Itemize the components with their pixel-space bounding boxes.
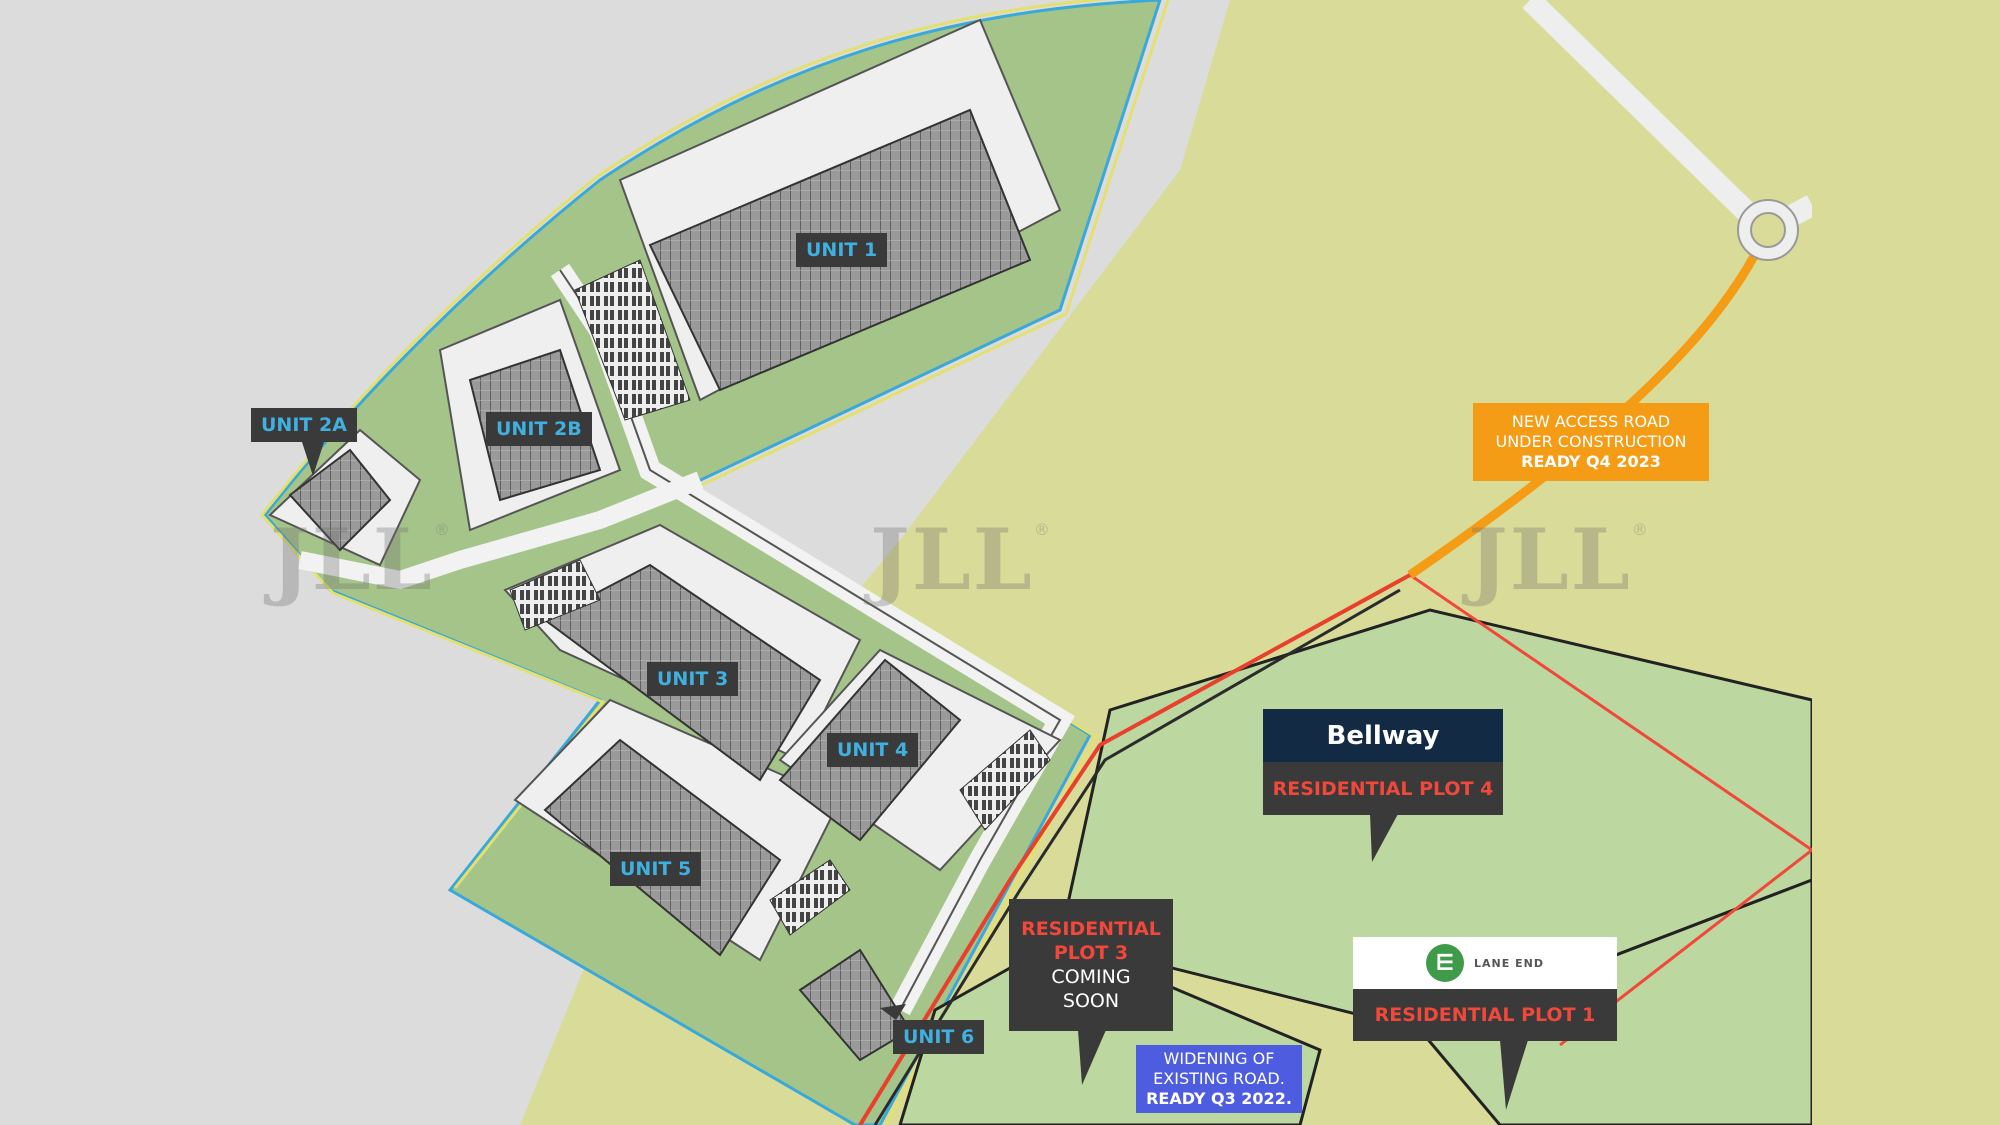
unit-2a-label-pointer (302, 442, 324, 476)
jll-watermark-left: JLL ® (270, 510, 450, 609)
roundabout-island (1750, 212, 1786, 248)
unit-3-label[interactable]: UNIT 3 (647, 662, 739, 696)
road-widening-note: WIDENING OF EXISTING ROAD. READY Q3 2022… (1136, 1045, 1302, 1113)
unit-5-label[interactable]: UNIT 5 (610, 852, 702, 886)
residential-plot-4-label: RESIDENTIAL PLOT 4 (1263, 762, 1503, 815)
bellway-logo: Bellway (1263, 709, 1503, 762)
plot-1-label-pointer (1500, 1040, 1528, 1110)
lane-end-logo: ⋿ LANE END (1353, 937, 1617, 989)
unit-1-label[interactable]: UNIT 1 (796, 233, 888, 267)
unit-1-car-park (574, 259, 691, 421)
unit-4-car-park (959, 729, 1051, 831)
jll-watermark-right: JLL ® (1468, 510, 1648, 609)
unit-3-car-park (509, 559, 601, 631)
unit-2b-label[interactable]: UNIT 2B (486, 412, 592, 446)
residential-plot-3-label[interactable]: RESIDENTIAL PLOT 3 COMING SOON (1009, 899, 1173, 1031)
jll-watermark-center: JLL ® (870, 510, 1050, 609)
unit-6-label[interactable]: UNIT 6 (893, 1020, 985, 1054)
residential-plot-1-label: RESIDENTIAL PLOT 1 (1353, 989, 1617, 1041)
unit-5-building (543, 738, 782, 957)
northern-road (1522, 0, 1773, 238)
unit-5-car-park (769, 859, 851, 936)
residential-boundary (1409, 573, 1813, 852)
existing-road-red (858, 573, 1411, 1125)
west-site-road (298, 471, 704, 590)
residential-plot-4-card[interactable]: Bellway RESIDENTIAL PLOT 4 (1263, 709, 1503, 815)
new-access-road (1407, 233, 1770, 579)
unit-2a-label[interactable]: UNIT 2A (251, 408, 357, 442)
plot-4-label-pointer (1370, 814, 1398, 862)
existing-road-dark (873, 588, 1401, 1125)
unit-4-label[interactable]: UNIT 4 (827, 733, 919, 767)
unit-6-label-pointer (880, 1004, 906, 1020)
plot-3-label-pointer (1078, 1030, 1106, 1085)
map-right-margin (1812, 0, 2000, 1125)
lane-end-icon: ⋿ (1426, 944, 1465, 982)
new-access-road-note: NEW ACCESS ROAD UNDER CONSTRUCTION READY… (1473, 403, 1709, 481)
unit-2a-building (288, 448, 392, 552)
residential-plot-1-card[interactable]: ⋿ LANE END RESIDENTIAL PLOT 1 (1353, 937, 1617, 1041)
